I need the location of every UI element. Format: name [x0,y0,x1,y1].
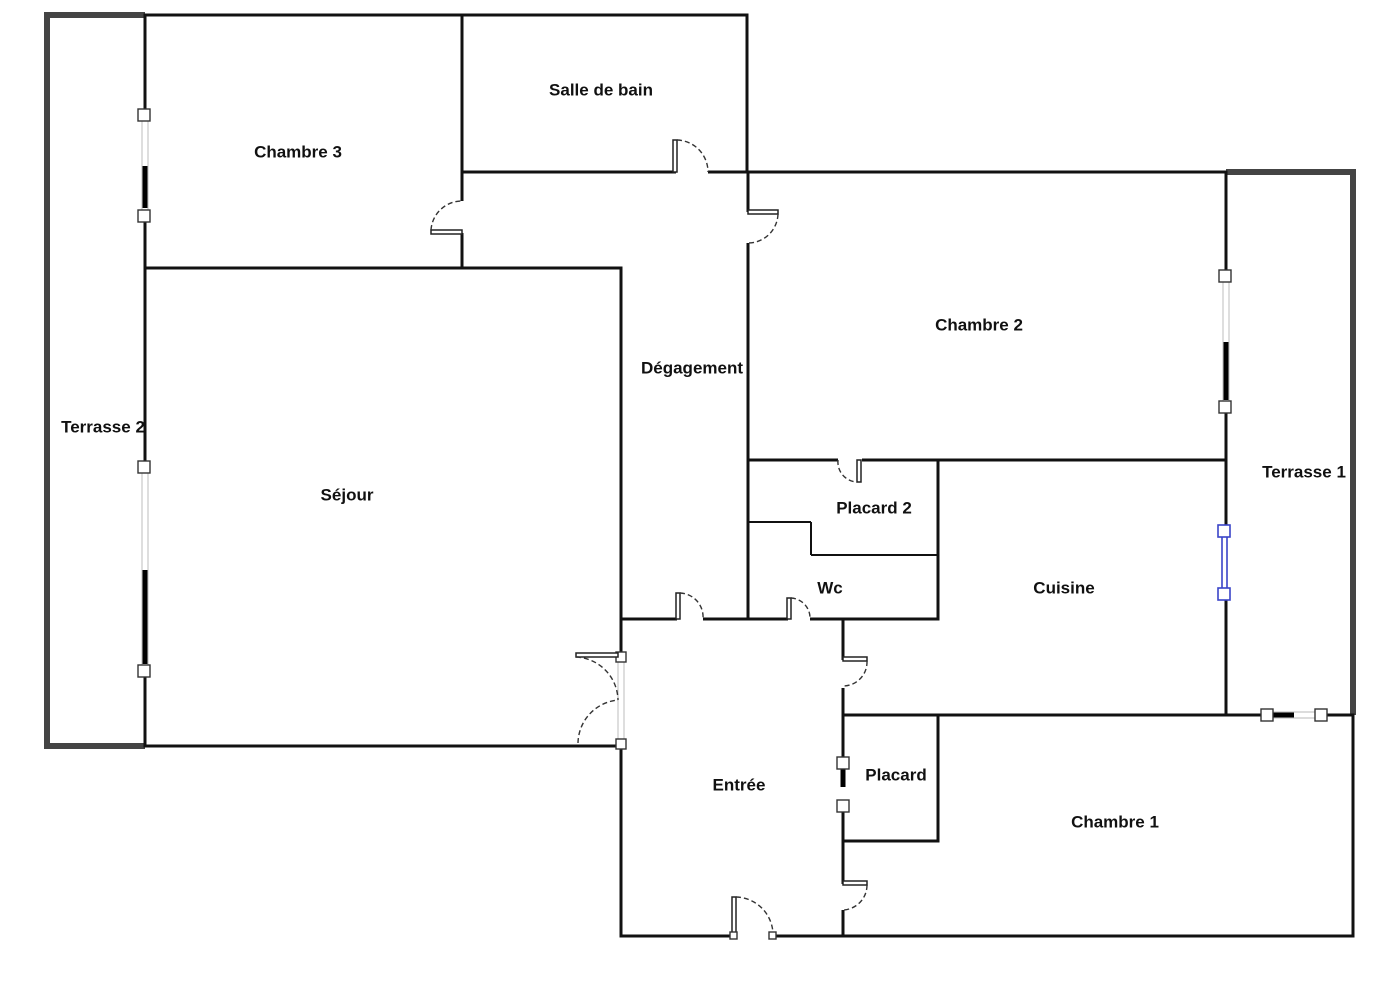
window-chambre-2 [1218,269,1232,414]
window-sejour-entree [615,651,627,750]
window-cuisine-selected[interactable] [1217,524,1231,601]
room-label-degagement: Dégagement [641,358,743,377]
door-chambre-3 [430,200,465,235]
window-placard [836,756,850,813]
room-label-chambre-3: Chambre 3 [254,142,342,161]
window-chambre-3 [137,108,151,223]
door-cuisine [840,656,868,688]
terrace-2-border [44,12,145,749]
window-sejour [137,460,151,678]
room-label-placard: Placard [865,765,926,784]
door-degagement-entree [675,592,704,622]
door-chambre-2 [745,209,779,244]
door-placard-2 [837,457,862,483]
room-label-wc: Wc [817,578,843,597]
door-chambre-1 [840,880,868,911]
terrace-1-border [1226,169,1356,715]
room-label-placard-2: Placard 2 [836,498,912,517]
room-label-entree: Entrée [713,775,766,794]
window-terrasse-1-bottom [1260,708,1328,722]
door-sejour [575,652,619,744]
room-label-salle-de-bain: Salle de bain [549,80,653,99]
room-label-terrasse-2: Terrasse 2 [61,417,145,436]
room-label-cuisine: Cuisine [1033,578,1094,597]
room-label-chambre-2: Chambre 2 [935,315,1023,334]
door-wc [786,597,811,622]
room-label-sejour: Séjour [321,485,374,504]
door-entree-main [729,896,777,940]
room-label-terrasse-1: Terrasse 1 [1262,462,1346,481]
room-label-chambre-1: Chambre 1 [1071,812,1159,831]
door-salle-de-bain [672,139,709,175]
